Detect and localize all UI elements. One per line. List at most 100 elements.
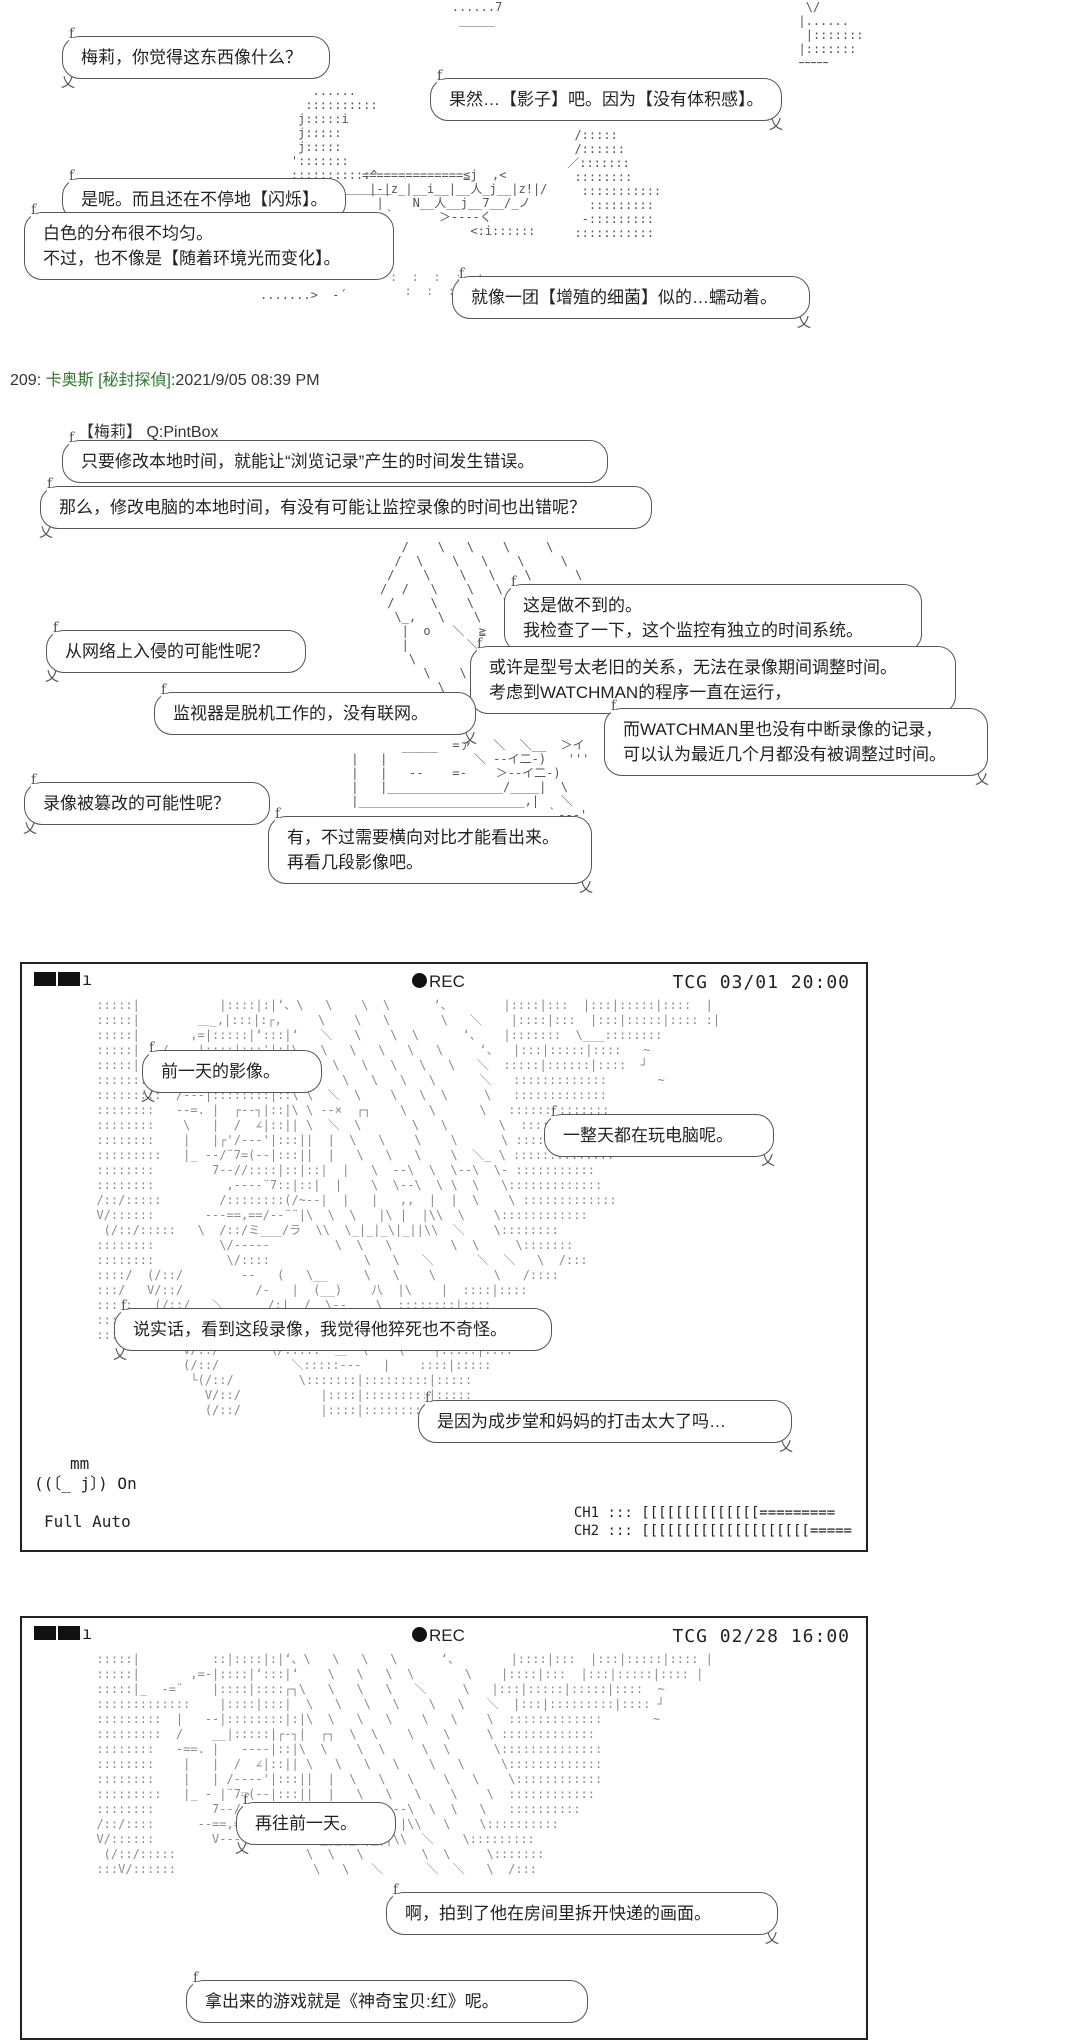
bubble-text: 那么，修改电脑的本地时间，有没有可能让监控录像的时间也出错呢？: [59, 498, 586, 517]
ascii-art-figure-lower: =ァ ＼ ＼__ ＞イ | | ￣￣￣ ＼ ‐-イ二-) ''' | | -- …: [351, 738, 590, 822]
bubble-text: 前一天的影像。: [161, 1062, 280, 1081]
bubble-f-mark: f: [275, 806, 281, 822]
speech-bubble: f 说实话，看到这段录像，我觉得他猝死也不奇怪。 乂: [113, 1299, 552, 1362]
camera-mode: mm ((〔_ j〕) On Full Auto: [34, 1454, 137, 1532]
rec-label: REC: [429, 1626, 465, 1645]
mode-auto-label: Full Auto: [44, 1512, 131, 1531]
bubble-f-mark: f: [511, 574, 517, 590]
ch2-label: CH2: [573, 1523, 600, 1539]
bubble-tail: 乂: [761, 1153, 775, 1169]
speech-bubble: f 再往前一天。 乂: [235, 1793, 396, 1856]
bubble-f-mark: f: [393, 1882, 399, 1898]
bubble-text: 只要修改本地时间，就能让“浏览记录”产生的时间发生错误。: [81, 452, 535, 471]
speech-bubble: f 监视器是脱机工作的，没有联网。 乂: [154, 683, 477, 746]
timecode: TCG 03/01 20:00: [672, 972, 850, 993]
bubble-f-mark: f: [47, 476, 53, 492]
bubble-text: 说实话，看到这段录像，我觉得他猝死也不奇怪。: [133, 1320, 507, 1339]
bubble-text: 我检查了一下，这个监控有独立的时间系统。: [523, 621, 863, 640]
speech-bubble: f 梅莉，你觉得这东西像什么？ 乂: [61, 27, 330, 90]
bubble-text: 是呢。而且还在不停地【闪烁】。: [81, 190, 328, 209]
bubble-text: 而WATCHMAN里也没有中断录像的记录，: [623, 720, 943, 739]
speech-bubble: f 拿出来的游戏就是《神奇宝贝:红》呢。: [186, 1971, 588, 2023]
bubble-tail: 乂: [61, 75, 75, 91]
bubble-text: 就像一团【增殖的细菌】似的…蠕动着。: [471, 288, 777, 307]
bubble-text: 梅莉，你觉得这东西像什么？: [81, 48, 302, 67]
post-header: 209: 卡奥斯 [秘封探偵]:2021/9/05 08:39 PM: [10, 366, 320, 390]
bubble-f-mark: f: [611, 698, 617, 714]
bubble-f-mark: f: [193, 1970, 199, 1986]
bubble-text: 这是做不到的。: [523, 596, 642, 615]
bubble-text: 啊，拍到了他在房间里拆开快递的画面。: [405, 1904, 711, 1923]
bubble-text: 或许是型号太老旧的关系，无法在录像期间调整时间。: [489, 658, 897, 677]
speech-bubble: f 这是做不到的。 我检查了一下，这个监控有独立的时间系统。: [504, 575, 922, 652]
signal-glyph: ı: [82, 1624, 93, 1644]
bubble-f-mark: f: [459, 266, 465, 282]
bubble-f-mark: f: [243, 1792, 249, 1808]
speech-bubble: f 有，不过需要横向对比才能看出来。 再看几段影像吧。 乂: [268, 807, 593, 895]
bubble-f-mark: f: [69, 430, 75, 446]
bubble-text: 白色的分布很不均匀。: [43, 224, 213, 243]
battery-indicator: ı: [34, 1624, 92, 1644]
bubble-text: 监视器是脱机工作的，没有联网。: [173, 704, 428, 723]
bubble-text: 拿出来的游戏就是《神奇宝贝:红》呢。: [205, 1992, 499, 2011]
ascii-art-figure-top: ......7 \/ ＿＿＿ |...... |::: [451, 0, 864, 70]
bubble-text: 考虑到WATCHMAN的程序一直在运行，: [489, 683, 792, 702]
bubble-f-mark: f: [53, 620, 59, 636]
record-dot-icon: [412, 973, 427, 988]
record-dot-icon: [412, 1627, 427, 1642]
bubble-text: 录像被篡改的可能性呢？: [43, 794, 230, 813]
bubble-f-mark: f: [69, 168, 75, 184]
speech-bubble: f 啊，拍到了他在房间里拆开快递的画面。 乂: [386, 1883, 779, 1946]
battery-indicator: ı: [34, 970, 92, 990]
speech-bubble: f 录像被篡改的可能性呢？ 乂: [23, 773, 270, 836]
bubble-tail: 乂: [779, 1439, 793, 1455]
battery-icon: [58, 972, 80, 986]
rec-indicator: REC: [412, 1626, 465, 1646]
bubble-tail: 乂: [45, 669, 59, 685]
signal-glyph: ı: [82, 970, 93, 990]
speech-bubble: f 从网络上入侵的可能性呢？ 乂: [45, 621, 306, 684]
rec-label: REC: [429, 972, 465, 991]
battery-icon: [34, 972, 56, 986]
bubble-f-mark: f: [551, 1104, 557, 1120]
post-author-name: 卡奥斯: [45, 372, 94, 389]
speech-bubble: f 那么，修改电脑的本地时间，有没有可能让监控录像的时间也出错呢？ 乂: [39, 477, 652, 540]
ascii-art-arrow: .......> ‐´: [260, 288, 347, 302]
channel-meters: CH1 ::: [[[[[[[[[[[[[[========= CH2 ::: …: [573, 1505, 852, 1539]
speech-bubble: f 是因为成步堂和妈妈的打击太大了吗… 乂: [418, 1391, 793, 1454]
bubble-tail: 乂: [797, 315, 811, 331]
bubble-tail: 乂: [23, 821, 37, 837]
bubble-f-mark: f: [425, 1390, 431, 1406]
bubble-text: 可以认为最近几个月都没有被调整过时间。: [623, 745, 946, 764]
bubble-f-mark: f: [69, 26, 75, 42]
bubble-f-mark: f: [31, 202, 37, 218]
bubble-tail: 乂: [141, 1089, 155, 1105]
bubble-tail: 乂: [765, 1931, 779, 1947]
cctv-scene-art: :::::| ::|::::|:|‘、\ \ \ \ ‘、 |::::|::: …: [96, 1652, 713, 1876]
speech-bubble: f 白色的分布很不均匀。 不过，也不像是【随着环境光而变化】。: [24, 203, 394, 280]
bubble-text: 不过，也不像是【随着环境光而变化】。: [43, 249, 341, 268]
bubble-text: 再看几段影像吧。: [287, 853, 423, 872]
ascii-art-figure-right: /::::: /:::::: ／::::::: :::::::: :::::::…: [567, 128, 662, 240]
battery-icon: [34, 1626, 56, 1640]
speech-bubble: f 而WATCHMAN里也没有中断录像的记录， 可以认为最近几个月都没有被调整过…: [604, 699, 989, 787]
speech-bubble: f 前一天的影像。 乂: [141, 1041, 322, 1104]
bubble-tail: 乂: [235, 1841, 249, 1857]
battery-icon: [58, 1626, 80, 1640]
cctv-panel-2: ı REC TCG 02/28 16:00 :::::| ::|::::|:|‘…: [20, 1616, 868, 2040]
bubble-text: 是因为成步堂和妈妈的打击太大了吗…: [437, 1412, 726, 1431]
timecode: TCG 02/28 16:00: [672, 1626, 850, 1647]
bubble-tail: 乂: [975, 772, 989, 788]
bubble-tail: 乂: [769, 117, 783, 133]
speech-bubble: f 只要修改本地时间，就能让“浏览记录”产生的时间发生错误。: [62, 431, 608, 483]
bubble-f-mark: f: [31, 772, 37, 788]
speaker-label: 【梅莉】 Q:PintBox: [78, 424, 219, 441]
speech-bubble: f 一整天都在玩电脑呢。 乂: [544, 1105, 775, 1168]
bubble-f-mark: f: [161, 682, 167, 698]
post-datetime: :2021/9/05 08:39 PM: [170, 372, 320, 389]
mode-on-label: ((〔_ j〕) On: [34, 1474, 137, 1493]
bubble-text: 有，不过需要横向对比才能看出来。: [287, 828, 559, 847]
bubble-text: 再往前一天。: [255, 1814, 357, 1833]
bubble-f-mark: f: [121, 1298, 127, 1314]
speech-bubble: f 果然…【影子】吧。因为【没有体积感】。 乂: [430, 69, 783, 132]
